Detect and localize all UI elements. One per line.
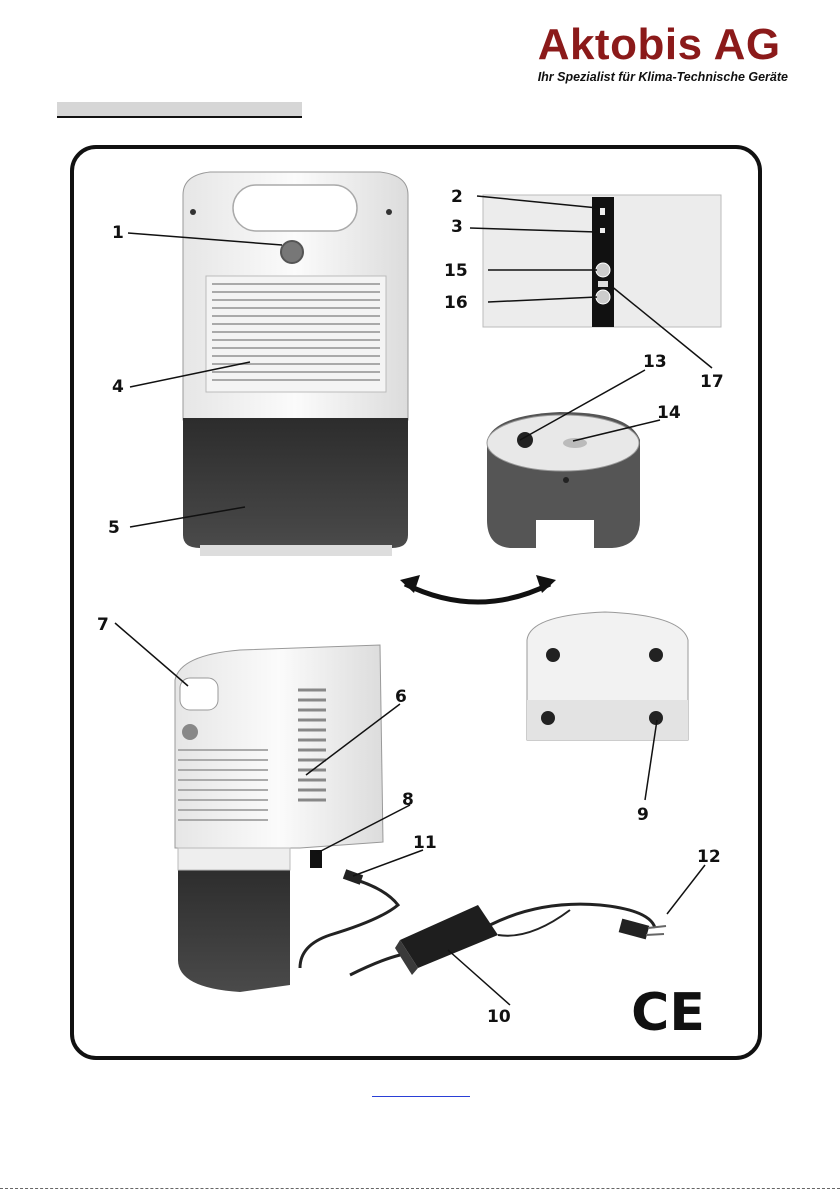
callout-14: 14: [657, 403, 681, 423]
front-view-unit: [183, 172, 408, 556]
ce-mark-icon: CE: [631, 983, 705, 1043]
callout-17: 17: [700, 372, 724, 392]
callout-2: 2: [451, 187, 463, 207]
callout-16: 16: [444, 293, 468, 313]
callout-13: 13: [643, 352, 667, 372]
tank-bottom-view: [527, 612, 688, 740]
callout-10: 10: [487, 1007, 511, 1027]
callout-4: 4: [112, 377, 124, 397]
page-bottom-rule: [0, 1188, 840, 1189]
callout-1: 1: [112, 223, 124, 243]
callout-5: 5: [108, 518, 120, 538]
callout-9: 9: [637, 805, 649, 825]
callout-12: 12: [697, 847, 721, 867]
swap-arrow-icon: [405, 584, 550, 602]
control-panel-detail: [483, 195, 721, 327]
callout-7: 7: [97, 615, 109, 635]
callout-11: 11: [413, 833, 437, 853]
callout-8: 8: [402, 790, 414, 810]
footer-link-underline[interactable]: [372, 1096, 470, 1097]
callout-6: 6: [395, 687, 407, 707]
power-adapter: [300, 869, 666, 975]
water-tank-view: [487, 412, 640, 550]
callout-15: 15: [444, 261, 468, 281]
callout-3: 3: [451, 217, 463, 237]
side-view-unit: [175, 645, 383, 992]
